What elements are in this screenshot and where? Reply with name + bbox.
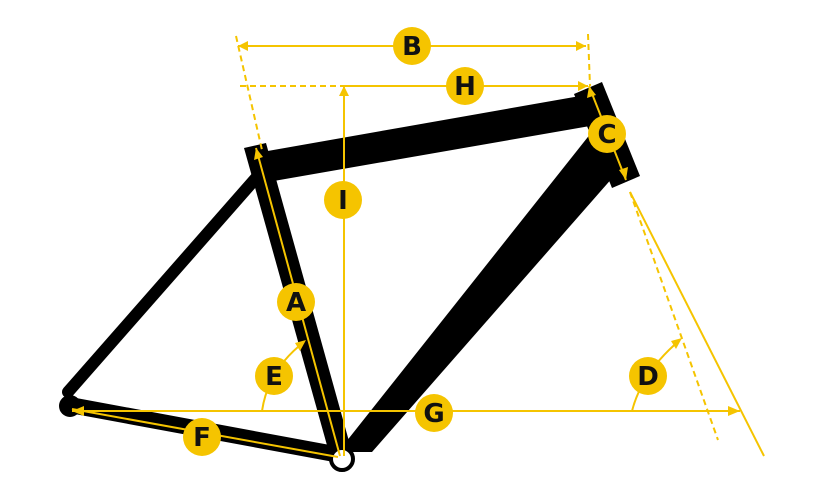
angle-arrow-d [671,338,682,349]
label-e: E [265,362,283,392]
steering-axis-line [629,191,765,457]
dim-arrow-b-left [238,41,248,51]
dim-arrow-a-top [254,148,263,160]
label-f: F [193,423,211,453]
label-badge-b: B [393,27,431,65]
label-badge-f: F [183,418,221,456]
dim-ext-b-left [235,35,263,151]
label-badge-g: G [415,394,453,432]
angle-arrow-e [295,340,306,351]
label-g: G [423,399,444,429]
label-badge-e: E [255,357,293,395]
label-badge-a: A [277,283,315,321]
rear-dropout [59,395,81,417]
label-i: I [338,186,348,216]
label-badge-h: H [446,67,484,105]
label-h: H [454,72,476,102]
label-badge-c: C [588,115,626,153]
label-c: C [597,120,616,150]
top-tube [262,96,590,182]
down-tube [338,128,628,452]
label-a: A [286,288,306,318]
label-badge-d: D [629,357,667,395]
dim-arrow-c-bottom [619,167,628,180]
dim-arrow-i-top [339,86,349,96]
dim-arrow-g-right [728,406,740,416]
dim-arrow-b-right [576,41,586,51]
seat-stay [62,172,262,398]
dimension-labels: B H C I A E D G [183,27,667,456]
label-b: B [402,32,422,62]
bottom-bracket [329,446,355,472]
dim-arrow-c-top [587,86,596,98]
dim-arrow-h-right [578,81,588,91]
dim-ext-b-right [587,33,591,87]
label-badge-i: I [324,181,362,219]
label-d: D [637,362,659,392]
fork-dashed-line [629,191,719,441]
